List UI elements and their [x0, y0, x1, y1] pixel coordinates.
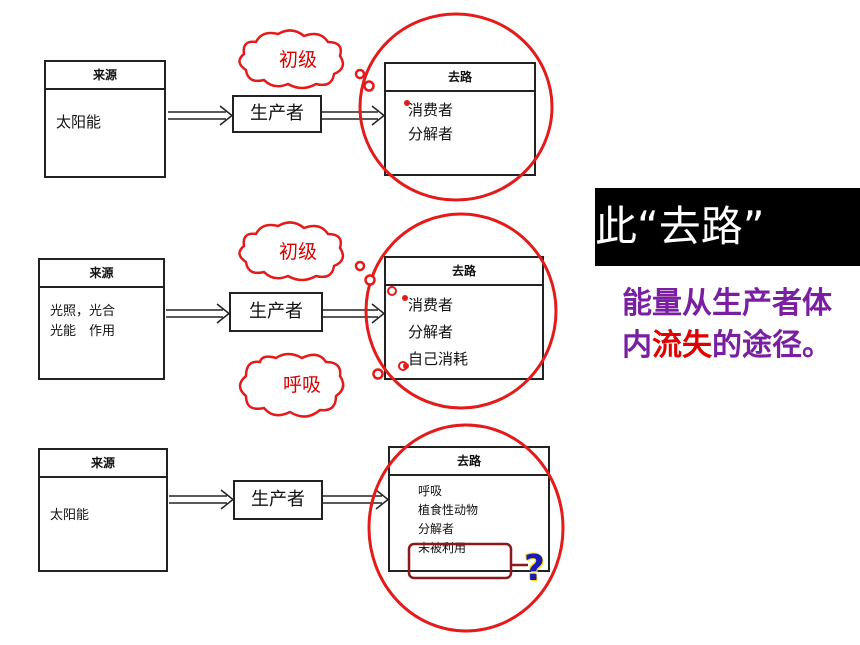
cloud-label-1: 初级	[278, 49, 317, 71]
marker-dot	[403, 363, 409, 369]
cloud-label-2: 初级	[278, 241, 317, 263]
dest-title-2: 去路	[386, 258, 542, 286]
highlight-circle-2	[364, 212, 558, 410]
cloud-callout-1	[238, 29, 375, 92]
arrow-source-to-producer-1	[168, 105, 234, 126]
arrow-producer-to-dest-1	[322, 105, 386, 126]
source-box-1: 来源 太阳能	[44, 60, 166, 178]
dest-box-2: 去路 消费者 分解者 自己消耗	[384, 256, 544, 380]
producer-box-2: 生产者	[229, 292, 323, 332]
highlight-circle-1	[358, 12, 554, 202]
source-line: 光照，光合	[50, 304, 116, 319]
dest-title-3: 去路	[390, 448, 548, 476]
dest-line: 分解者	[408, 323, 454, 341]
marker-dot	[402, 295, 408, 301]
side-text-highlight: 流失	[652, 328, 712, 363]
dest-line: 植食性动物	[418, 503, 479, 517]
highlight-box-unused	[407, 542, 513, 580]
cloud-label-3: 呼吸	[282, 374, 321, 396]
producer-box-1: 生产者	[232, 95, 322, 133]
arrow-source-to-producer-2	[166, 303, 231, 324]
arrow-producer-to-dest-2	[323, 303, 386, 324]
dest-line: 消费者	[408, 296, 454, 314]
dest-title-1: 去路	[386, 64, 534, 92]
source-line: 太阳能	[56, 113, 102, 131]
source-title-1: 来源	[46, 62, 164, 90]
source-box-2: 来源 光照，光合 光能 作用	[38, 258, 165, 380]
dest-line: 分解者	[408, 125, 454, 143]
side-explanation: 能量从生产者体内流失的途径。	[622, 283, 852, 367]
question-mark-icon: ?	[524, 548, 545, 589]
dest-line: 分解者	[418, 522, 455, 536]
marker-dot	[387, 286, 397, 296]
source-box-3: 来源 太阳能	[38, 448, 168, 572]
cloud-callout-3	[238, 352, 384, 418]
cloud-callout-2	[238, 221, 376, 286]
dest-line: 消费者	[408, 101, 454, 119]
source-line: 太阳能	[50, 508, 90, 523]
side-text-part2: 的途径。	[712, 328, 832, 363]
arrow-source-to-producer-3	[169, 489, 235, 510]
source-line: 光能 作用	[50, 324, 116, 339]
source-title-3: 来源	[40, 450, 166, 478]
marker-dot	[404, 100, 410, 106]
dest-line: 呼吸	[418, 484, 443, 498]
side-heading: 此“去路”	[595, 188, 860, 266]
dest-line: 自己消耗	[408, 350, 469, 368]
highlight-circle-3	[367, 423, 565, 633]
arrow-producer-to-dest-3	[323, 489, 390, 510]
source-title-2: 来源	[40, 260, 163, 288]
producer-box-3: 生产者	[233, 480, 323, 520]
side-text-part1: 能量从生产者体内	[622, 286, 832, 363]
dest-box-1: 去路 消费者 分解者	[384, 62, 536, 176]
